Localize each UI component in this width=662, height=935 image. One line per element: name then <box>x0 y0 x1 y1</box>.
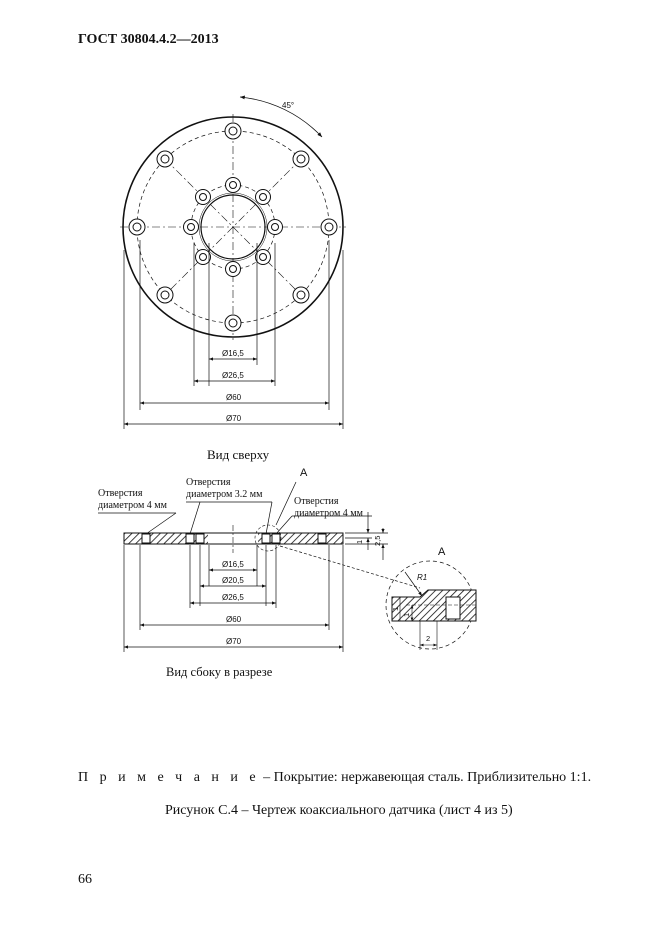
top-dim-16-5: Ø16,5 <box>222 349 244 358</box>
callout-left-line1: Отверстия <box>98 488 143 499</box>
callout-middle: Отверстия диаметром 3.2 мм <box>186 477 262 501</box>
callout-left-line2: диаметром 4 мм <box>98 500 167 511</box>
callout-mid-line1: Отверстия <box>186 477 231 488</box>
detail-dim-1a: 1 <box>391 607 400 611</box>
callout-leaders <box>98 481 421 589</box>
page-header: ГОСТ 30804.4.2—2013 <box>78 32 219 47</box>
figure-caption: Рисунок С.4 – Чертеж коаксиального датчи… <box>165 803 513 818</box>
thick-dim-2-5: 2,5 <box>373 536 382 546</box>
top-dim-26-5: Ø26,5 <box>222 371 244 380</box>
callout-mid-line2: диаметром 3.2 мм <box>186 489 263 500</box>
callout-right-line1: Отверстия <box>294 496 339 507</box>
drawing-note: П р и м е ч а н и е – Покрытие: нержавею… <box>78 770 591 786</box>
callout-right: Отверстия диаметром 4 мм <box>294 496 363 520</box>
callout-left: Отверстия диаметром 4 мм <box>98 488 167 512</box>
page-number: 66 <box>78 872 92 887</box>
note-prefix: П р и м е ч а н и е <box>78 770 260 785</box>
inner-holes <box>183 177 283 277</box>
side-dim-26-5: Ø26,5 <box>222 593 244 602</box>
side-dim-70: Ø70 <box>226 637 242 646</box>
angle-label: 45° <box>282 101 294 110</box>
side-view-caption: Вид сбоку в разрезе <box>166 665 273 679</box>
side-view-dimensions <box>123 545 344 652</box>
thickness-dimensions <box>345 512 388 560</box>
thick-dim-1: 1 <box>355 540 364 544</box>
side-dim-60: Ø60 <box>226 615 242 624</box>
section-mark-a: A <box>300 467 308 479</box>
top-view-caption: Вид сверху <box>207 447 270 462</box>
detail-a <box>385 560 477 650</box>
top-dim-60: Ø60 <box>226 393 242 402</box>
top-dim-70: Ø70 <box>226 414 242 423</box>
outer-holes <box>128 122 338 332</box>
top-view-dimensions <box>123 240 344 429</box>
angle-dimension: 45° <box>239 95 323 138</box>
side-dim-20-5: Ø20,5 <box>222 576 244 585</box>
detail-label-a: A <box>438 546 446 558</box>
detail-dim-2: 2 <box>426 634 430 643</box>
detail-radius: R1 <box>417 573 427 582</box>
note-text: – Покрытие: нержавеющая сталь. Приблизит… <box>259 770 592 785</box>
side-view-section <box>123 524 344 553</box>
callout-right-line2: диаметром 4 мм <box>294 508 363 519</box>
top-view <box>120 114 346 340</box>
side-dim-16-5: Ø16,5 <box>222 560 244 569</box>
detail-dim-1b: 1 <box>402 613 411 617</box>
